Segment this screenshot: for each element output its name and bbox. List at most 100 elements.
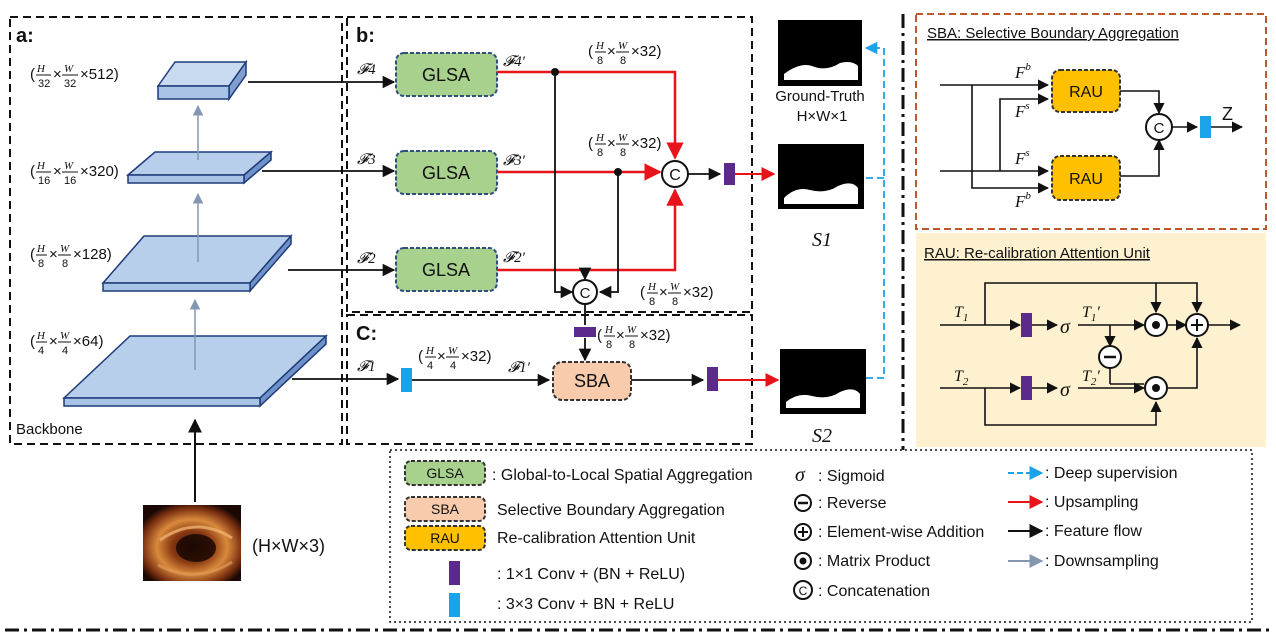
legend-up-text: : Upsampling bbox=[1045, 494, 1138, 511]
svg-text:(: ( bbox=[588, 135, 593, 152]
svg-text:8: 8 bbox=[620, 147, 626, 159]
section-a-label: a: bbox=[16, 25, 34, 47]
legend-sigmoid-text: : Sigmoid bbox=[818, 468, 885, 485]
legend-rau-text: Re-calibration Attention Unit bbox=[497, 530, 696, 547]
svg-text:H: H bbox=[595, 132, 605, 144]
rau-conv1-bottom bbox=[1021, 376, 1032, 400]
svg-text:W: W bbox=[670, 281, 680, 293]
svg-text:8: 8 bbox=[38, 258, 44, 270]
svg-text:(: ( bbox=[588, 43, 593, 60]
legend-down-text: : Downsampling bbox=[1045, 553, 1159, 570]
svg-text:W: W bbox=[618, 132, 628, 144]
legend-glsa-text: : Global-to-Local Spatial Aggregation bbox=[492, 467, 753, 484]
rau-matrix-bottom bbox=[1144, 376, 1168, 400]
dim-eighth-4: ( H8 × W8 ×32) bbox=[597, 324, 670, 351]
rau-panel-title: RAU: Re-calibration Attention Unit bbox=[924, 245, 1151, 262]
legend-sigmoid: σ : Sigmoid bbox=[795, 464, 885, 486]
glsa-label-2: GLSA bbox=[422, 260, 470, 280]
sba-module: SBA bbox=[552, 361, 632, 401]
svg-text:×64): ×64) bbox=[73, 333, 103, 350]
svg-text:H: H bbox=[36, 63, 46, 75]
svg-text:H: H bbox=[647, 281, 657, 293]
svg-text:×32): ×32) bbox=[683, 284, 713, 301]
legend-sba: SBA Selective Boundary Aggregation bbox=[404, 496, 725, 522]
conv1-block-b bbox=[724, 163, 735, 185]
section-c-label: C: bbox=[356, 323, 377, 345]
svg-text:×: × bbox=[437, 348, 446, 365]
dim-label-512: ( H32 × W32 ×512) bbox=[30, 63, 119, 90]
legend-add: : Element-wise Addition bbox=[794, 523, 984, 541]
backbone-label: Backbone bbox=[16, 421, 83, 438]
f2p-upsample-path bbox=[497, 188, 684, 272]
legend-deep-text: : Deep supervision bbox=[1045, 465, 1178, 482]
svg-text:8: 8 bbox=[62, 258, 68, 270]
legend-frame bbox=[389, 449, 1253, 623]
s2-mask bbox=[780, 349, 866, 414]
rau-conv1-top bbox=[1021, 313, 1032, 337]
svg-text:H: H bbox=[36, 243, 46, 255]
svg-text:16: 16 bbox=[64, 175, 76, 187]
rau-add-node bbox=[1185, 313, 1209, 337]
legend-rau: RAU Re-calibration Attention Unit bbox=[404, 525, 696, 551]
ground-truth-mask bbox=[778, 20, 862, 86]
rau-panel-frame bbox=[916, 233, 1266, 447]
backbone-slab-4 bbox=[156, 59, 248, 102]
rau-label-bottom: RAU bbox=[1069, 171, 1103, 188]
sba-z-label: Z bbox=[1222, 104, 1233, 124]
svg-text:W: W bbox=[60, 243, 70, 255]
svg-text:16: 16 bbox=[38, 175, 50, 187]
f3p-to-concat bbox=[598, 172, 619, 299]
legend-conv3-text: : 3×3 Conv + BN + ReLU bbox=[497, 596, 674, 613]
conv1-block-mid bbox=[574, 327, 596, 337]
f2-label: 𝓕2 bbox=[357, 251, 376, 267]
svg-text:W: W bbox=[60, 330, 70, 342]
legend-sba-text: Selective Boundary Aggregation bbox=[497, 502, 725, 519]
rau-matrix-top bbox=[1144, 313, 1168, 337]
input-dim-label: (H×W×3) bbox=[252, 536, 325, 556]
svg-text:8: 8 bbox=[672, 296, 678, 308]
concat-label-low: C bbox=[580, 285, 591, 302]
f4p-to-concat bbox=[554, 72, 574, 299]
concat-node-low: C bbox=[572, 279, 598, 305]
svg-text:4: 4 bbox=[38, 345, 44, 357]
f4-label: 𝓕4 bbox=[357, 62, 376, 78]
dim-eighth-3: ( H8 × W8 ×32) bbox=[640, 281, 713, 308]
svg-text:×: × bbox=[53, 163, 62, 180]
svg-text:×32): ×32) bbox=[631, 43, 661, 60]
legend-deep: : Deep supervision bbox=[1008, 465, 1178, 482]
glsa-module-2: GLSA bbox=[395, 247, 498, 292]
svg-text:×32): ×32) bbox=[640, 327, 670, 344]
svg-text:8: 8 bbox=[620, 55, 626, 67]
dim-label-320: ( H16 × W16 ×320) bbox=[30, 160, 119, 187]
rau-t1p-label: T1′ bbox=[1082, 304, 1100, 324]
legend-glsa-swatch-label: GLSA bbox=[426, 465, 464, 481]
svg-text:(: ( bbox=[30, 163, 35, 180]
svg-text:×: × bbox=[53, 66, 62, 83]
glsa-module-3: GLSA bbox=[395, 150, 498, 195]
svg-text:8: 8 bbox=[649, 296, 655, 308]
glsa-module-4: GLSA bbox=[395, 52, 498, 97]
f1p-label: 𝓕1′ bbox=[508, 360, 531, 376]
svg-text:(: ( bbox=[597, 327, 602, 344]
legend-conv1: : 1×1 Conv + (BN + ReLU) bbox=[449, 561, 685, 585]
sba-panel-lines bbox=[940, 79, 1244, 194]
legend-matrix-text: : Matrix Product bbox=[818, 553, 931, 570]
rau-t2p-label: T2′ bbox=[1082, 368, 1100, 388]
sba-label: SBA bbox=[574, 371, 610, 391]
svg-text:8: 8 bbox=[597, 147, 603, 159]
rau-label-top: RAU bbox=[1069, 84, 1103, 101]
legend-conv1-text: : 1×1 Conv + (BN + ReLU) bbox=[497, 566, 685, 583]
svg-text:8: 8 bbox=[606, 339, 612, 351]
rau-module-top: RAU bbox=[1051, 69, 1121, 113]
legend-flow: : Feature flow bbox=[1008, 523, 1142, 540]
svg-text:×: × bbox=[607, 43, 616, 60]
svg-text:(: ( bbox=[30, 246, 35, 263]
f3-label: 𝓕3 bbox=[357, 152, 376, 168]
legend-sba-swatch-label: SBA bbox=[431, 501, 460, 517]
svg-text:W: W bbox=[627, 324, 637, 336]
backbone-frame bbox=[9, 16, 343, 445]
legend-conv3: : 3×3 Conv + BN + ReLU bbox=[449, 593, 674, 617]
dim-label-128: ( H8 × W8 ×128) bbox=[30, 243, 112, 270]
deep-supervision-path bbox=[864, 41, 885, 379]
